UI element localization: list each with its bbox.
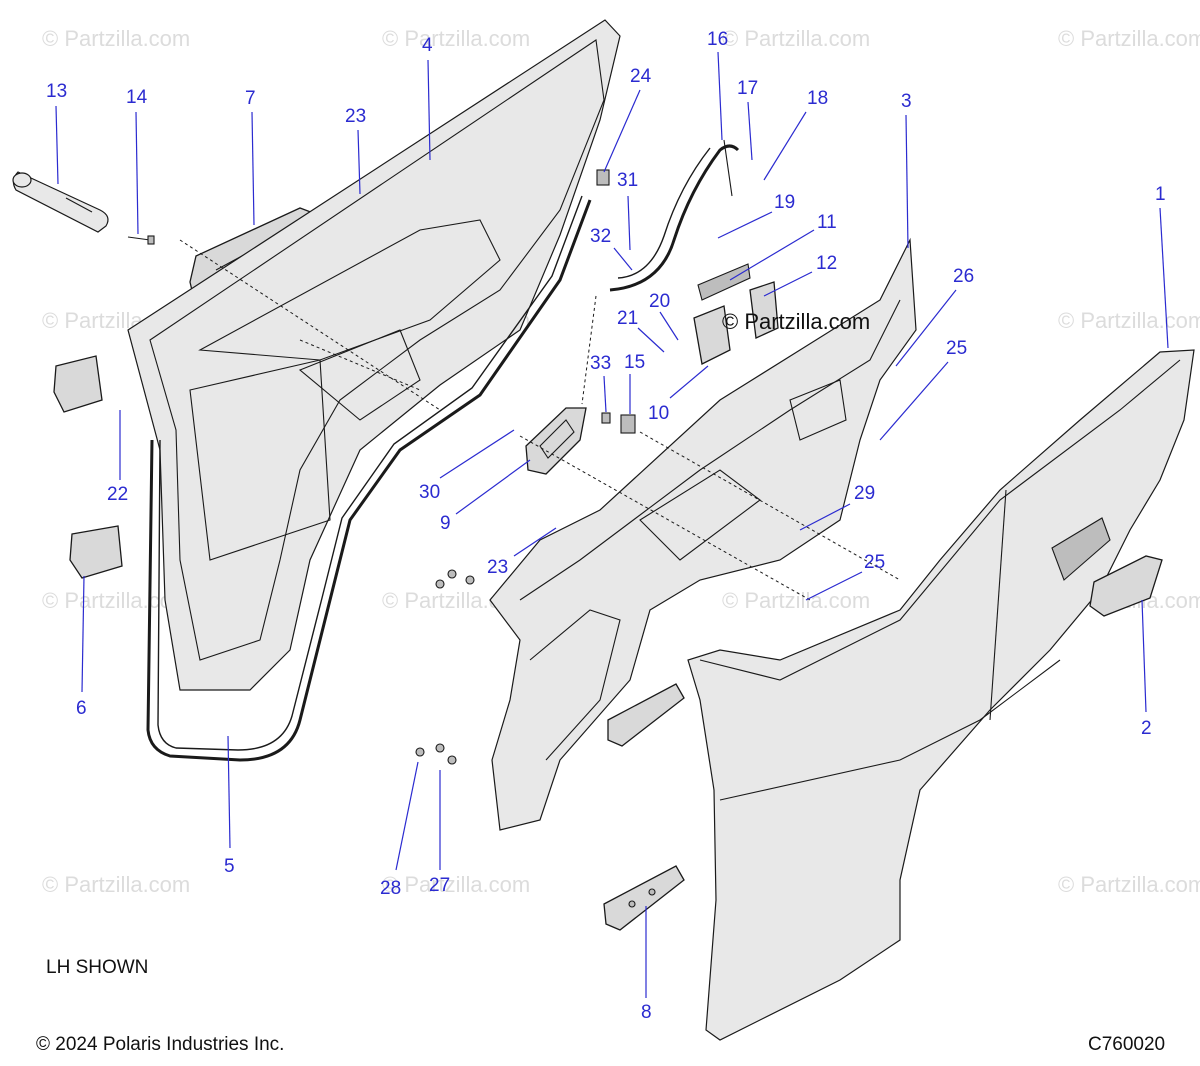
callout-label: 23	[487, 557, 508, 578]
callout-label: 14	[126, 87, 148, 108]
callout-label: 25	[864, 552, 885, 573]
callout-label: 32	[590, 226, 611, 247]
part-4-door-panel-upper	[127, 19, 621, 691]
watermark-text: © Partzilla.com	[722, 588, 870, 613]
callout-label: 30	[419, 482, 440, 503]
watermark-text: © Partzilla.com	[382, 26, 530, 51]
callout-label: 23	[345, 106, 366, 127]
watermark-text: © Partzilla.com	[1058, 26, 1200, 51]
watermark-text: © Partzilla.com	[42, 872, 190, 897]
watermark-text: © Partzilla.com	[722, 26, 870, 51]
watermark-text: © Partzilla.com	[1058, 308, 1200, 333]
part-33-clip	[601, 412, 611, 424]
callout-label: 13	[46, 81, 67, 102]
part-15-clip	[620, 414, 636, 434]
callout-label: 25	[946, 338, 967, 359]
callout-label: 10	[648, 403, 669, 424]
part-5-seal	[146, 195, 592, 762]
part-10-bracket	[693, 305, 731, 365]
callout-label: 21	[617, 308, 638, 329]
part-11-latch-plate	[697, 263, 751, 301]
part-14-bolt	[127, 235, 155, 245]
part-6-cap	[69, 525, 123, 579]
part-22-cap	[53, 355, 103, 413]
center-watermark: © Partzilla.com	[722, 309, 870, 334]
callout-label: 11	[817, 212, 837, 233]
callout-label: 17	[737, 78, 758, 99]
callout-label: 27	[429, 875, 450, 896]
watermark-text: © Partzilla.com	[42, 26, 190, 51]
callout-label: 31	[617, 170, 638, 191]
part-12-striker	[749, 281, 779, 339]
callout-label: 12	[816, 253, 837, 274]
part-2-outer-handle	[1089, 555, 1163, 617]
part-13-pin	[12, 171, 109, 233]
diagram-code: C760020	[1088, 1034, 1165, 1055]
callout-label: 8	[641, 1002, 652, 1023]
watermark-text: © Partzilla.com	[1058, 872, 1200, 897]
assembly-lines	[179, 239, 901, 601]
callout-label: 3	[901, 91, 912, 112]
lh-shown-note: LH SHOWN	[46, 957, 148, 978]
callout-label: 18	[807, 88, 828, 109]
callout-label: 28	[380, 878, 401, 899]
callout-label: 15	[624, 352, 645, 373]
callout-label: 1	[1155, 184, 1166, 205]
callout-label: 6	[76, 698, 87, 719]
callout-label: 2	[1141, 718, 1152, 739]
watermark-text: © Partzilla.com	[382, 872, 530, 897]
callout-label: 16	[707, 29, 728, 50]
copyright-text: © 2024 Polaris Industries Inc.	[36, 1034, 284, 1055]
part-8-hinge	[603, 865, 685, 931]
callout-label: 24	[630, 66, 652, 87]
watermark-layer: © Partzilla.com © Partzilla.com © Partzi…	[42, 26, 1200, 897]
part-16-cable	[609, 139, 740, 292]
callout-label: 4	[422, 35, 433, 56]
callout-label: 26	[953, 266, 974, 287]
part-27-28-hardware	[415, 569, 475, 765]
hinge-upper	[607, 683, 685, 747]
part-24-clip	[596, 169, 610, 186]
callout-label: 7	[245, 88, 256, 109]
callout-label: 29	[854, 483, 875, 504]
part-9-handle	[525, 407, 587, 475]
callout-label: 9	[440, 513, 451, 534]
callout-label: 20	[649, 291, 670, 312]
callout-label: 19	[774, 192, 795, 213]
callout-label: 33	[590, 353, 611, 374]
callout-label: 5	[224, 856, 235, 877]
callouts: 1 2 3 4 5 6 7 8 9 10 11 12 13 14 15 16 1	[46, 29, 1169, 1023]
callout-label: 22	[107, 484, 128, 505]
part-3-inner-frame	[489, 237, 917, 831]
part-1-outer-panel	[687, 349, 1195, 1041]
